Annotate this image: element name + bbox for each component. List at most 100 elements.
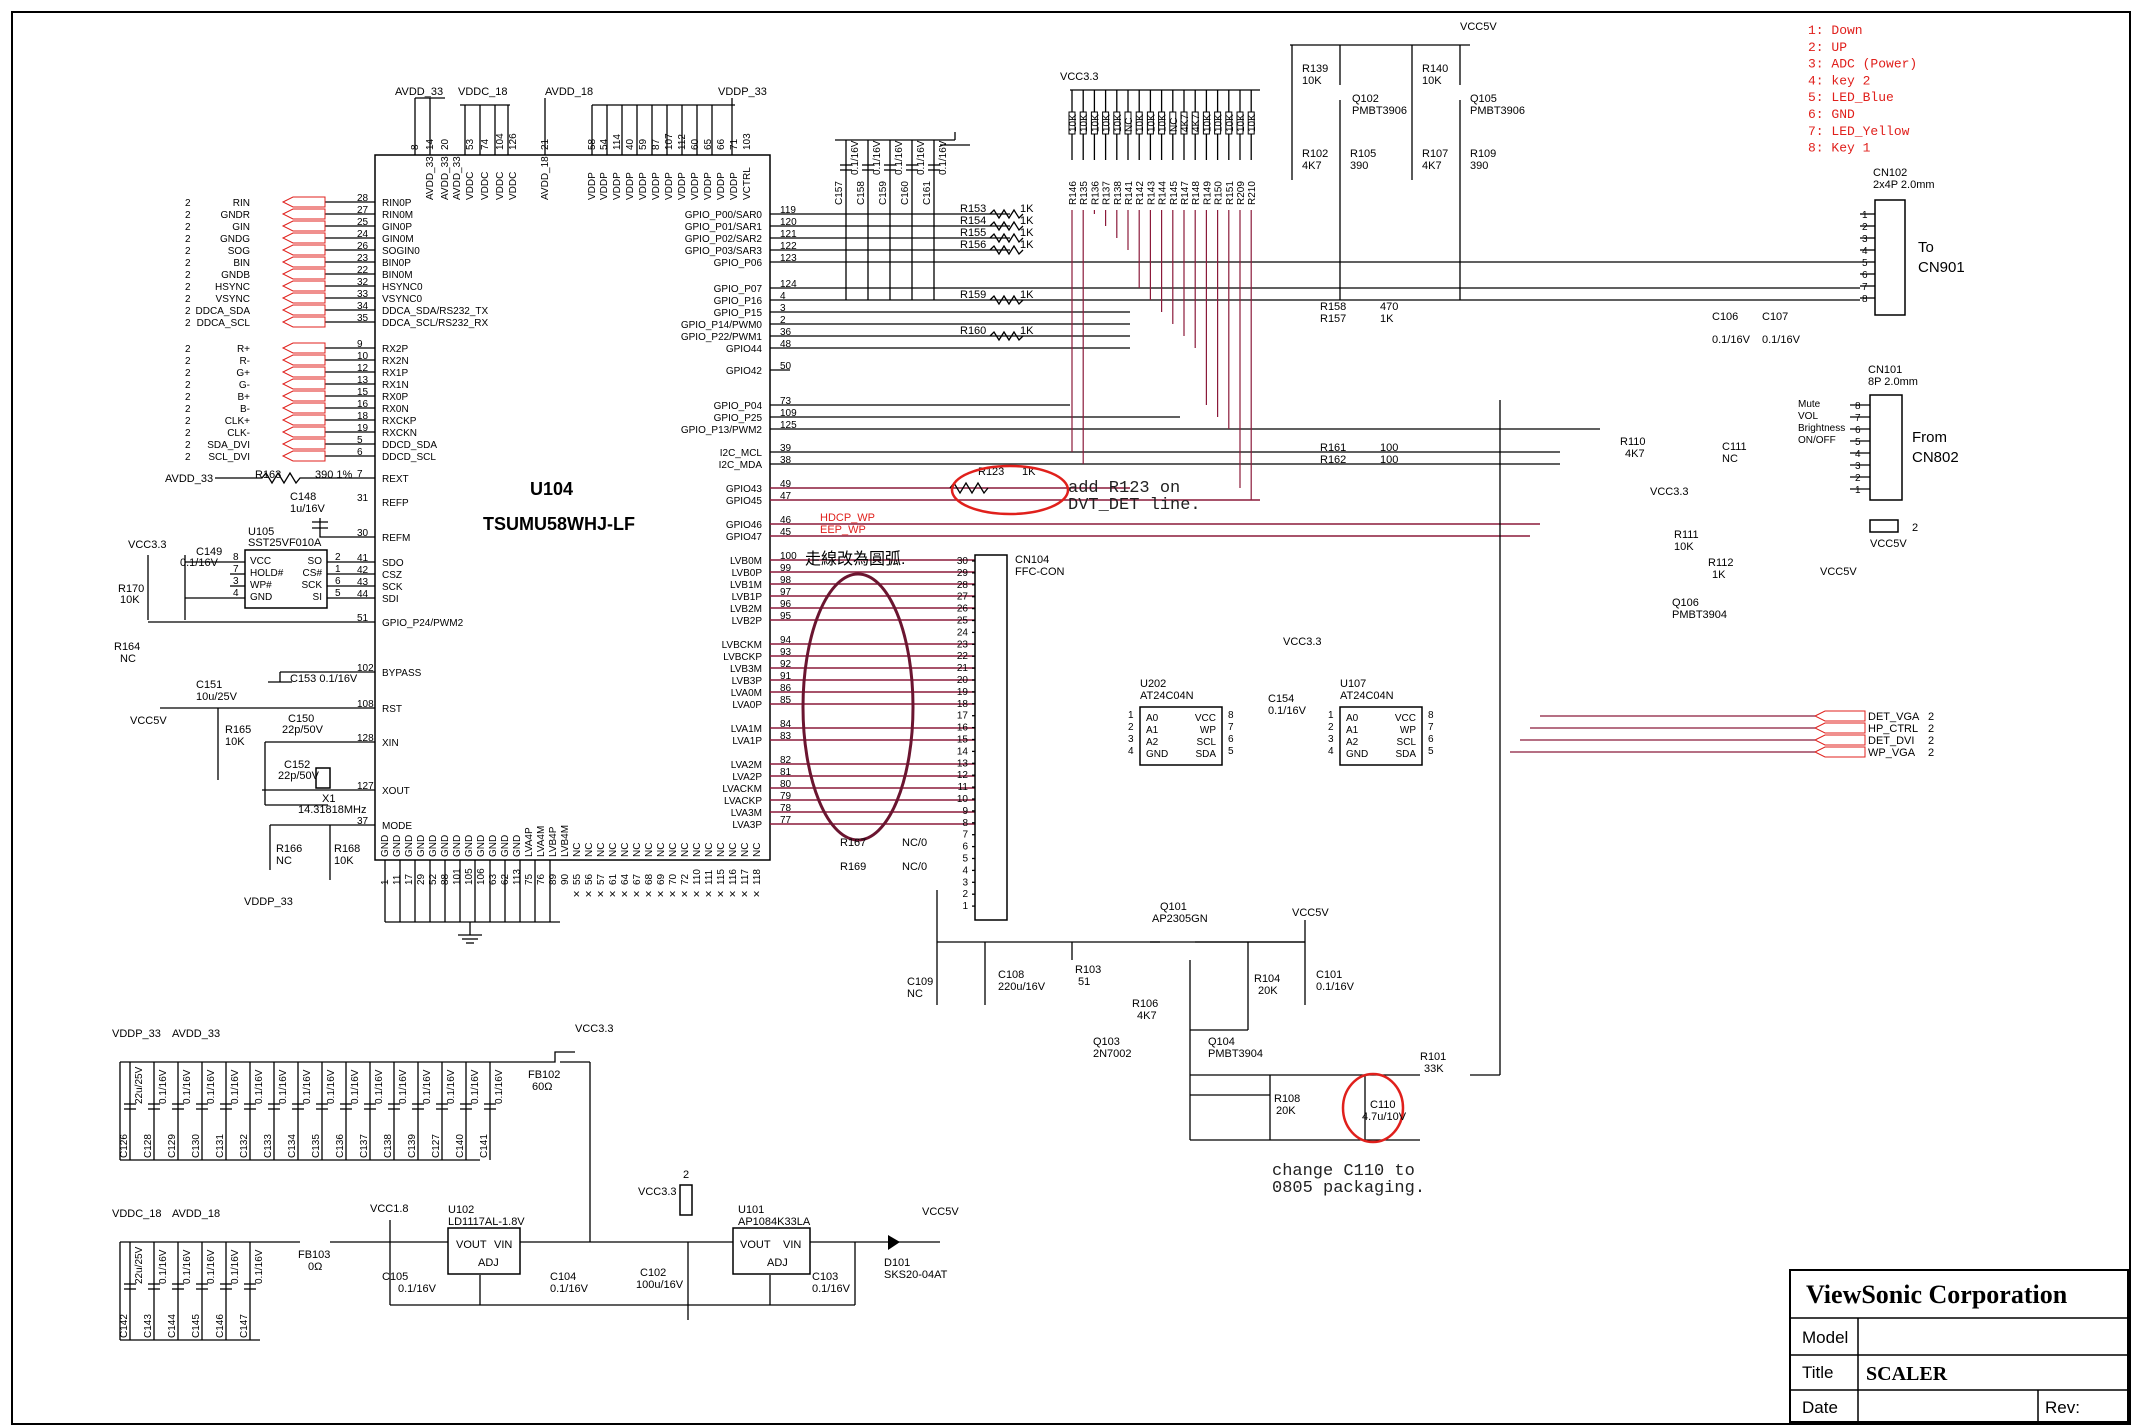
u104-top-pin-number: 8 [410, 144, 421, 150]
cn104-pin-number: 9 [962, 806, 968, 817]
cn104-pin-number: 19 [957, 687, 969, 698]
legend-item: 7: LED_Yellow [1808, 124, 1910, 139]
u102-vout: VOUT [456, 1239, 487, 1251]
u104-bottom-pin-name: NC [740, 843, 751, 857]
r161-value: 100 [1380, 442, 1398, 454]
decap2-ref: C145 [191, 1314, 202, 1338]
u104-bottom-pin-name: GND [428, 835, 439, 857]
nc-x-marker: × [657, 887, 664, 901]
model-label: Model [1802, 1328, 1848, 1347]
u104-bottom-pin-number: 11 [392, 874, 403, 885]
u104-bottom-pin-name: LVA4P [524, 827, 535, 857]
u104-pin-name: RST [382, 704, 402, 715]
legend-item: 4: key 2 [1808, 73, 1870, 88]
nc-x-marker: × [681, 887, 688, 901]
fb102-value: 60Ω [532, 1081, 552, 1093]
r164-ref: R164 [114, 641, 140, 653]
rpack-value: 10K [1113, 114, 1124, 132]
rpack-value: 10K [1236, 114, 1247, 132]
connector-signal-label: SDA_DVI [207, 440, 250, 451]
u104-pin-name: GPIO45 [726, 496, 763, 507]
connector-arrow [281, 342, 326, 354]
cn104-pin-number: 2 [962, 889, 968, 900]
cn104-pin-number: 30 [957, 556, 969, 567]
cn101-signal-label: Brightness [1798, 423, 1845, 434]
u104-pin-name: RX2N [382, 356, 409, 367]
u104-bottom-pin-name: NC [704, 843, 715, 857]
fb102-vcc33-label: VCC3.3 [575, 1023, 614, 1035]
nc-x-marker: × [609, 887, 616, 901]
u104-lvds-pin-name: LVB2P [732, 616, 763, 627]
u104-pin-number: 45 [780, 527, 792, 538]
u104-pin-number: 37 [357, 816, 369, 827]
u104-bottom-pin-number: 116 [728, 869, 739, 885]
u104-bottom-pin-name: GND [380, 835, 391, 857]
u104-bottom-pin-number: 76 [536, 873, 547, 885]
decap1-ref: C136 [335, 1134, 346, 1158]
u107-pin-number: 3 [1328, 734, 1334, 745]
u107-pin-name: WP [1400, 725, 1416, 736]
u104-bottom-pin-name: GND [440, 835, 451, 857]
cn101-pin-number: 2 [1855, 473, 1861, 484]
u107-ref: U107 [1340, 678, 1366, 690]
u104-top-pin-name: VDDP [625, 172, 636, 200]
cn102-to-label: To [1918, 239, 1934, 256]
rpack-value: 10K [1158, 114, 1169, 132]
c153-ref: C153 0.1/16V [290, 673, 358, 685]
u101-adj: ADJ [767, 1257, 788, 1269]
gpio-resistor-ref: R153 [960, 203, 986, 215]
u104-pin-number: 80 [780, 779, 792, 790]
sheet-border [11, 11, 2131, 1425]
cn104-pin-number: 24 [957, 627, 969, 638]
u104-bottom-pin-number: 115 [716, 869, 727, 885]
u202-pin-number: 7 [1228, 722, 1234, 733]
u104-pin-number: 123 [780, 253, 797, 264]
det-sheet-number: 2 [1928, 723, 1934, 735]
u102-vin: VIN [494, 1239, 512, 1251]
u104-pin-number: 108 [357, 699, 374, 710]
u104-lvds-pin-name: LVB0M [730, 556, 762, 567]
u104-bottom-pin-number: 110 [692, 869, 703, 885]
decap1-value: 0.1/16V [302, 1069, 313, 1104]
gpio-resistor-value: 1K [1020, 239, 1034, 251]
c102-value: 100u/16V [636, 1279, 684, 1291]
u104-pin-name: RXCKP [382, 416, 417, 427]
u104-bottom-pin-name: GND [452, 835, 463, 857]
u104-lvds-pin-name: LVB2M [730, 604, 762, 615]
u104-bottom-pin-name: LVA4M [536, 826, 547, 857]
decap1-value: 0.1/16V [350, 1069, 361, 1104]
c106-value: 0.1/16V [1712, 334, 1751, 346]
r166-ref: R166 [276, 843, 302, 855]
u105-ref: U105 [248, 526, 274, 538]
u104-bottom-pin-name: NC [752, 843, 763, 857]
decap1-ref: C133 [263, 1134, 274, 1158]
u104-lvds-pin-name: LVACKP [724, 796, 762, 807]
u104-pin-number: 25 [357, 217, 369, 228]
u104-pin-name: GPIO_P01/SAR1 [685, 222, 763, 233]
c148-cap [312, 518, 375, 538]
u104-bottom-pin-number: 88 [440, 873, 451, 885]
q-circuit-ref: R102 [1302, 148, 1328, 160]
c101-value: 0.1/16V [1316, 981, 1355, 993]
connector-arrow [281, 316, 326, 328]
legend-item: 3: ADC (Power) [1808, 57, 1917, 72]
rpack-ref: R150 [1214, 181, 1225, 205]
u104-bottom-pin-name: NC [632, 843, 643, 857]
connector-signal-label: BIN [233, 258, 250, 269]
det-arrow [1813, 722, 1866, 734]
power-switch-wires [936, 400, 1501, 1141]
cn101-signal-label: Mute [1798, 399, 1821, 410]
u104-pin-number: 38 [780, 455, 792, 466]
u105-vcc-label: VCC3.3 [128, 539, 167, 551]
u105-pin-number: 5 [335, 588, 341, 599]
q102-q105-supply [1290, 44, 1470, 92]
u104-top-pin-name: VDDC [508, 172, 519, 200]
u104-top-pin-name: AVDD_33 [425, 156, 436, 200]
u107-pin-number: 2 [1328, 722, 1334, 733]
u104-pin-number: 122 [780, 241, 797, 252]
u105-pin-number: 6 [335, 576, 341, 587]
u104-top-pin-number: 114 [612, 134, 623, 150]
u104-lvds-pin-name: LVB3P [732, 676, 763, 687]
d101-vcc5v-label: VCC5V [922, 1206, 959, 1218]
note-change-c110-line2: 0805 packaging. [1272, 1179, 1425, 1198]
